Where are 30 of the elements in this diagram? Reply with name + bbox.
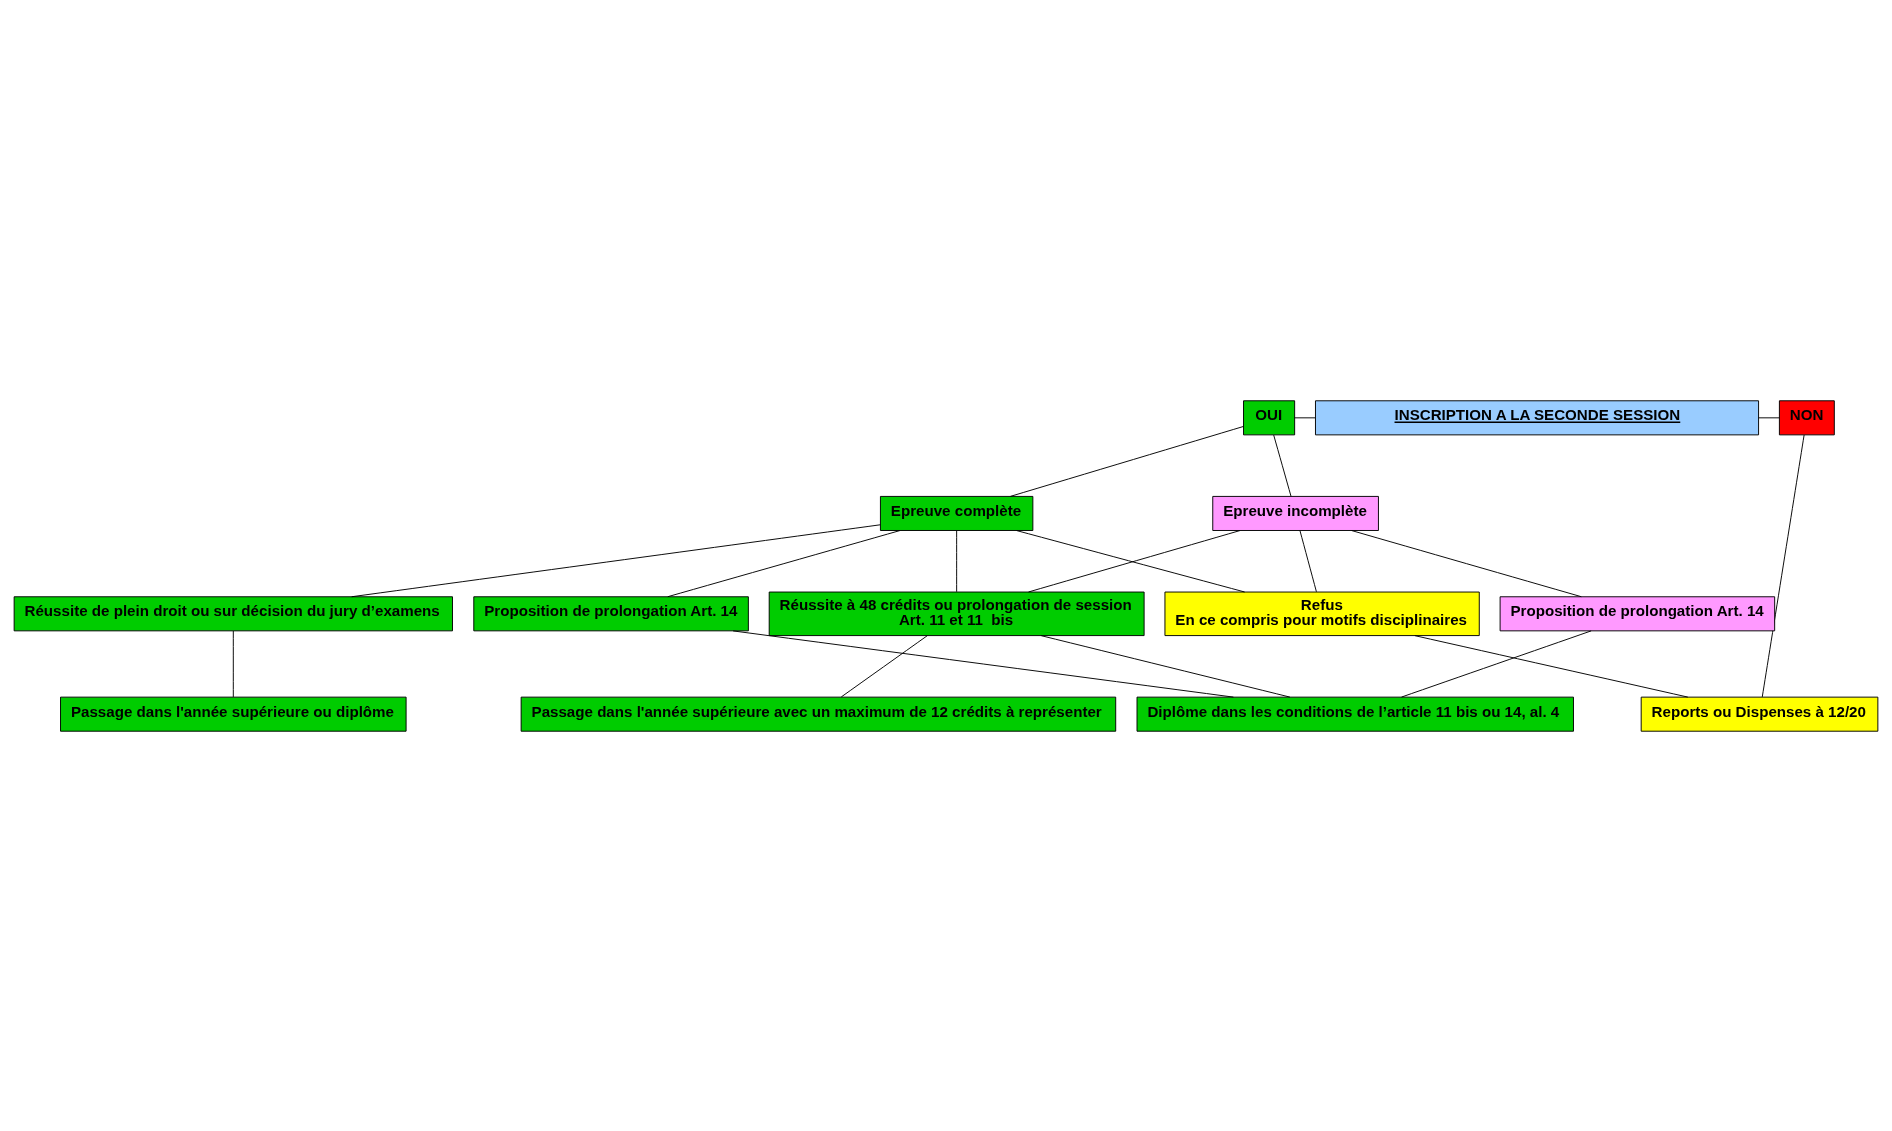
connector — [1294, 416, 1316, 418]
node-box: Refus En ce compris pour motifs disciplinaires — [1164, 591, 1480, 636]
connector — [1761, 434, 1805, 697]
node-box: OUI — [1243, 399, 1296, 435]
connector — [351, 523, 881, 597]
connector — [1040, 634, 1291, 698]
node-box: Epreuve complète — [879, 495, 1034, 531]
connector — [956, 529, 958, 592]
connector — [667, 529, 901, 597]
connector — [1273, 434, 1292, 497]
node-box: Passage dans l'année supérieure ou diplôme — [60, 696, 407, 732]
connector — [732, 629, 1234, 698]
node-box: NON — [1778, 399, 1835, 435]
connector — [1414, 634, 1689, 698]
connector — [1351, 529, 1582, 597]
node-box: Diplôme dans les conditions de l’article 11 bis ou 14, al. 4 — [1136, 696, 1574, 732]
connector — [1758, 416, 1780, 418]
connector — [1299, 529, 1317, 592]
node-box: Proposition de prolongation Art. 14 — [473, 595, 749, 631]
connector — [232, 630, 234, 697]
node-box: Proposition de prolongation Art. 14 — [1499, 595, 1776, 631]
node-box: Passage dans l'année supérieure avec un maximum de 12 crédits à représenter — [520, 696, 1117, 732]
node-box: Réussite à 48 crédits ou prolongation de session Art. 11 et 11 bis — [768, 591, 1145, 636]
node-box: INSCRIPTION A LA SECONDE SESSION — [1315, 399, 1760, 435]
node-box: Réussite de plein droit ou sur décision du jury d’examens — [13, 595, 453, 631]
connector — [840, 634, 928, 697]
connector — [1010, 425, 1244, 497]
node-box: Reports ou Dispenses à 12/20 — [1640, 696, 1879, 732]
node-box: Epreuve incomplète — [1212, 495, 1379, 531]
connector — [1401, 629, 1592, 698]
